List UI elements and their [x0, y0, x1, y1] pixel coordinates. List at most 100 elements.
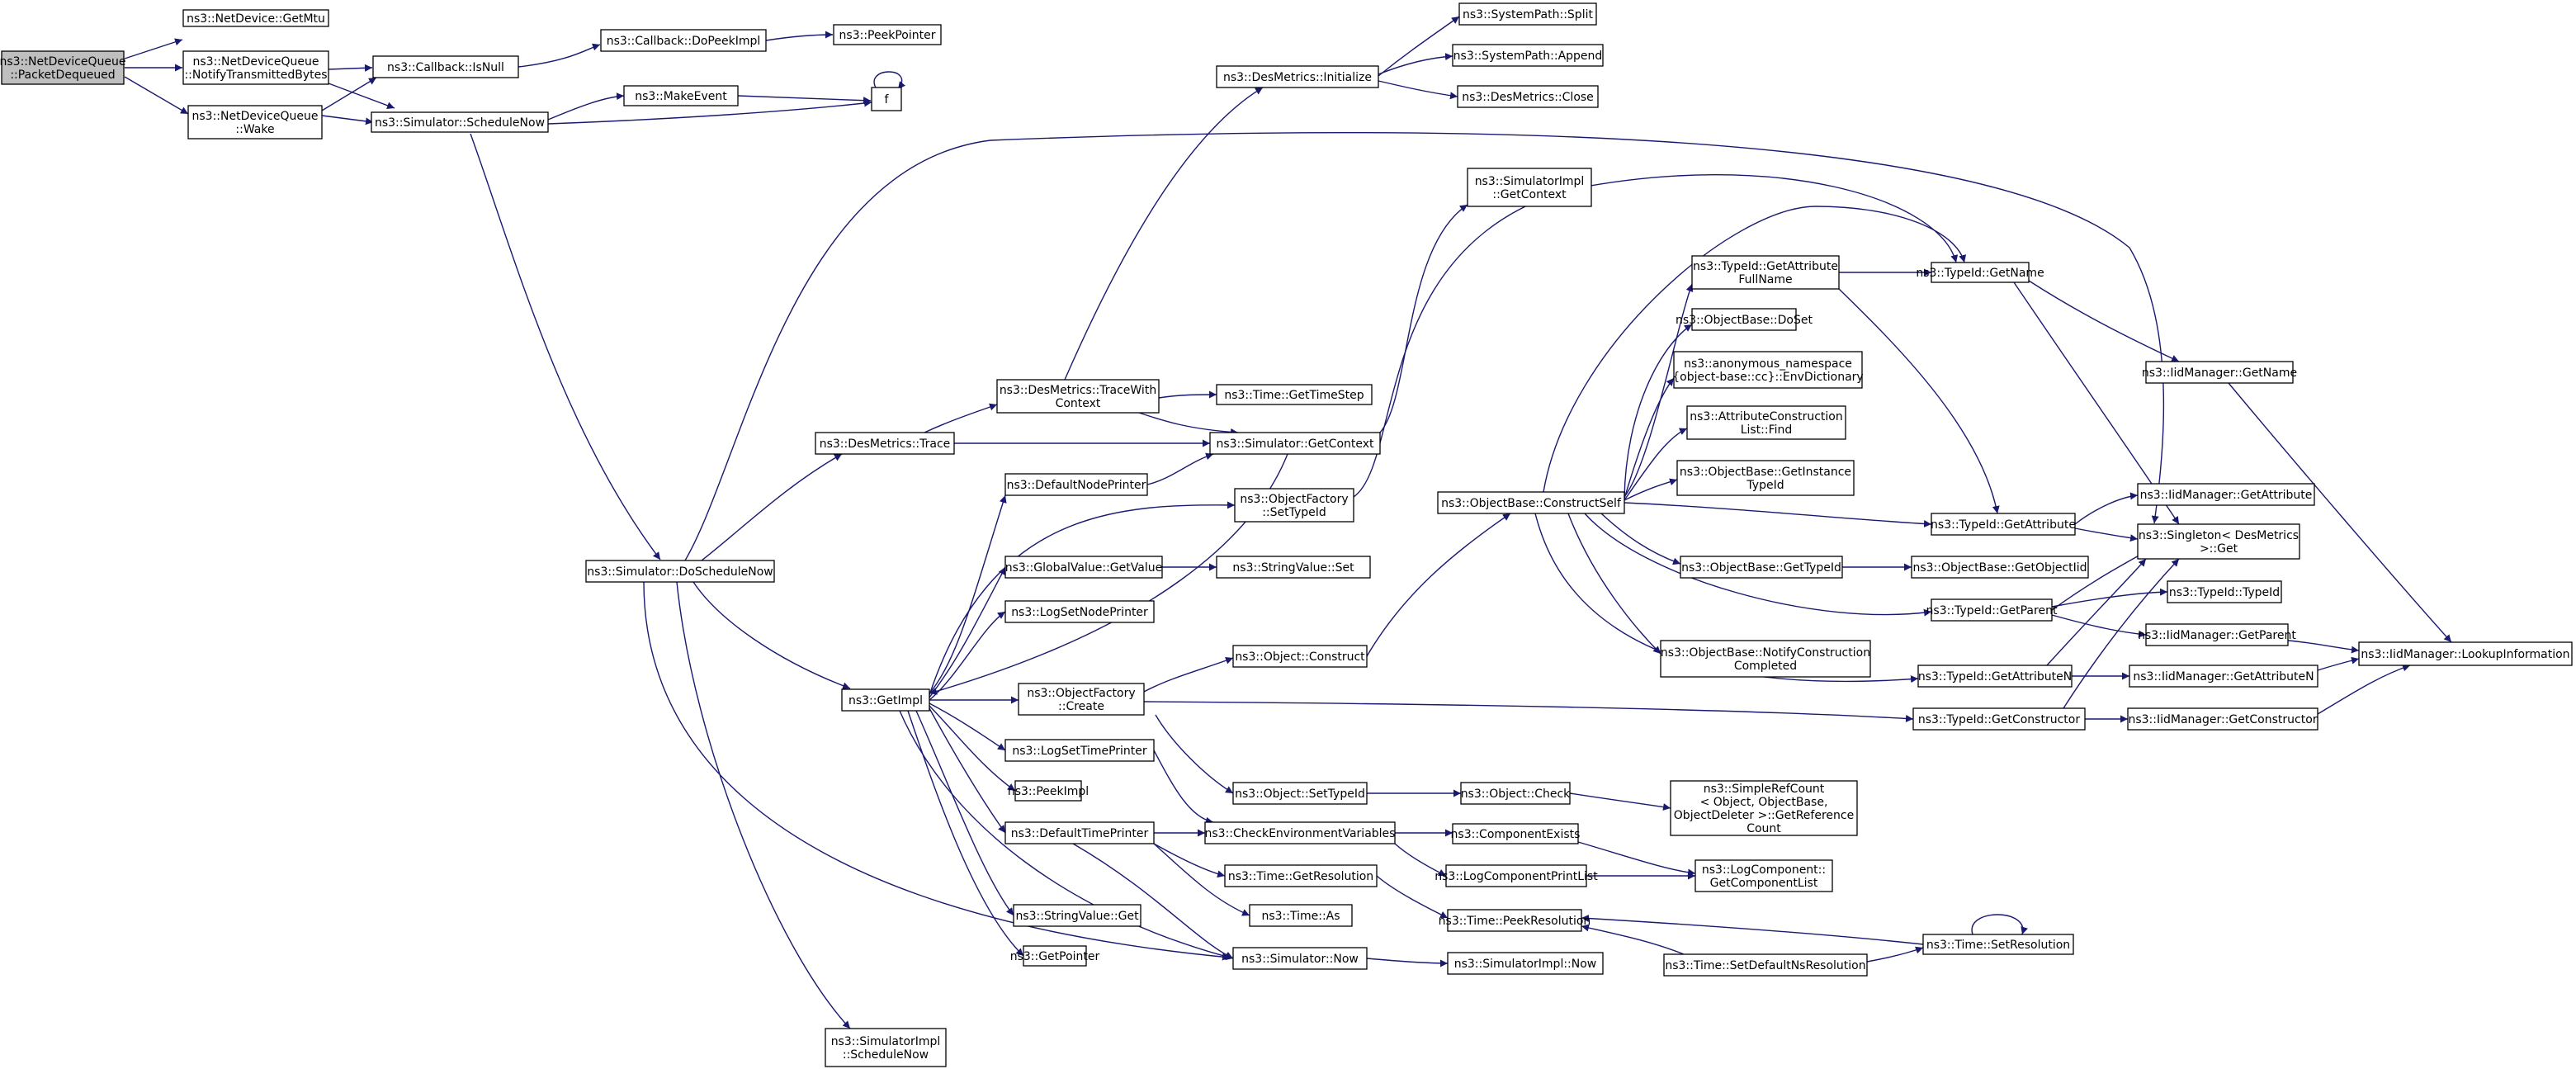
function-node[interactable]: ns3::DesMetrics::Initialize — [1216, 65, 1379, 88]
node-label: ns3::Time::As — [1261, 910, 1340, 923]
function-node[interactable]: ns3::DesMetrics::Close — [1457, 85, 1599, 108]
node-label: ::NotifyTransmittedBytes — [184, 69, 327, 82]
call-edge — [1353, 173, 1959, 498]
node-label: ns3::DesMetrics::Initialize — [1223, 71, 1372, 84]
function-node[interactable]: ns3::ObjectBase::GetTypeId — [1680, 556, 1843, 579]
function-node[interactable]: ns3::PeekImpl — [1008, 780, 1089, 802]
function-node[interactable]: ns3::IidManager::GetAttributeN — [2129, 665, 2318, 688]
function-node[interactable]: ns3::NetDeviceQueue::PacketDequeued — [0, 50, 125, 85]
node-box — [182, 9, 329, 27]
function-node[interactable]: ns3::Simulator::ScheduleNow — [371, 111, 549, 133]
function-node[interactable]: ns3::IidManager::GetName — [2142, 361, 2297, 384]
function-node[interactable]: ns3::Object::Construct — [1232, 645, 1368, 668]
function-node[interactable]: ns3::TypeId::GetParent — [1926, 598, 2058, 622]
call-edge — [692, 581, 851, 690]
function-node[interactable]: ns3::PeekPointer — [833, 24, 942, 45]
node-label: ns3::anonymous_namespace — [1684, 357, 1852, 371]
function-node[interactable]: ns3::DefaultTimePrinter — [1004, 821, 1155, 844]
function-node[interactable]: ns3::IidManager::GetConstructor — [2127, 707, 2318, 731]
call-edge — [765, 31, 834, 41]
function-node[interactable]: ns3::SimulatorImpl::ScheduleNow — [825, 1028, 947, 1067]
call-edge — [929, 494, 1007, 694]
function-node[interactable]: ns3::Simulator::DoScheduleNow — [585, 560, 775, 583]
function-node[interactable]: ns3::IidManager::LookupInformation — [2358, 641, 2573, 666]
function-node[interactable]: ns3::Time::SetResolution — [1922, 934, 2074, 955]
call-edge — [1155, 714, 1234, 794]
function-node[interactable]: ns3::Time::As — [1249, 904, 1353, 927]
call-edge — [643, 581, 1231, 961]
function-node[interactable]: ns3::Time::SetDefaultNsResolution — [1663, 953, 1868, 977]
function-node[interactable]: ns3::Simulator::Now — [1232, 947, 1368, 970]
function-node[interactable]: ns3::Object::SetTypeId — [1232, 782, 1368, 805]
call-edge — [328, 83, 395, 110]
function-node[interactable]: ns3::DefaultNodePrinter — [1004, 473, 1148, 496]
function-node[interactable]: ns3::IidManager::GetParent — [2138, 623, 2296, 646]
node-box — [1931, 262, 2030, 283]
function-node[interactable]: ns3::Simulator::GetContext — [1209, 432, 1381, 455]
node-label: ns3::DefaultTimePrinter — [1011, 827, 1149, 840]
function-node[interactable]: ns3::IidManager::GetAttribute — [2137, 483, 2315, 506]
function-node[interactable]: ns3::NetDeviceQueue::NotifyTransmittedBy… — [182, 50, 329, 85]
function-node[interactable]: ns3::Callback::DoPeekImpl — [600, 29, 767, 52]
function-node[interactable]: ns3::NetDeviceQueue::Wake — [187, 105, 323, 140]
function-node[interactable]: ns3::Time::PeekResolution — [1439, 909, 1591, 932]
function-node[interactable]: ns3::TypeId::GetName — [1916, 262, 2044, 283]
function-node[interactable]: ns3::LogComponent::GetComponentList — [1694, 859, 1833, 892]
call-edge — [2051, 614, 2147, 638]
node-box — [1445, 864, 1587, 887]
function-node[interactable]: ns3::TypeId::GetAttribute — [1931, 513, 2076, 536]
function-node[interactable]: ns3::TypeId::TypeId — [2167, 580, 2282, 603]
function-node[interactable]: ns3::TypeId::GetAttributeN — [1917, 665, 2073, 688]
function-node[interactable]: ns3::TypeId::GetConstructor — [1912, 707, 2086, 731]
node-label: {object-base::cc}::EnvDictionary — [1672, 371, 1863, 384]
node-label: ns3::ObjectBase::GetObjectIid — [1912, 561, 2087, 575]
function-node[interactable]: f — [871, 87, 902, 111]
function-node[interactable]: ns3::CheckEnvironmentVariables — [1204, 821, 1396, 844]
function-node[interactable]: ns3::LogComponentPrintList — [1435, 864, 1598, 887]
function-node[interactable]: ns3::SystemPath::Append — [1452, 44, 1604, 67]
function-node[interactable]: ns3::ObjectBase::GetObjectIid — [1911, 556, 2089, 579]
function-node[interactable]: ns3::Time::GetResolution — [1224, 864, 1378, 887]
function-node[interactable]: ns3::NetDevice::GetMtu — [182, 9, 329, 27]
function-node[interactable]: ns3::ObjectBase::ConstructSelf — [1437, 491, 1625, 514]
function-node[interactable]: ns3::GetImpl — [841, 688, 930, 712]
node-box — [1663, 953, 1868, 977]
function-node[interactable]: ns3::ObjectFactory::SetTypeId — [1234, 488, 1354, 523]
function-node[interactable]: ns3::anonymous_namespace{object-base::cc… — [1672, 351, 1864, 389]
node-box — [1686, 405, 1846, 440]
function-node[interactable]: ns3::SystemPath::Split — [1458, 2, 1597, 26]
function-node[interactable]: ns3::GetPointer — [1010, 945, 1100, 967]
node-label: ns3::DefaultNodePrinter — [1007, 479, 1146, 492]
function-node[interactable]: ns3::Singleton< DesMetrics >::Get — [2137, 523, 2300, 560]
node-box — [1004, 600, 1155, 623]
function-node[interactable]: ns3::ObjectBase::DoSet — [1676, 308, 1813, 331]
function-node[interactable]: ns3::SimulatorImpl::Now — [1447, 952, 1604, 975]
function-node[interactable]: ns3::LogSetNodePrinter — [1004, 600, 1155, 623]
function-node[interactable]: ns3::SimulatorImpl::GetContext — [1467, 168, 1592, 207]
function-node[interactable]: ns3::DesMetrics::Trace — [815, 432, 955, 455]
node-label: ns3::ObjectFactory — [1240, 493, 1348, 506]
function-node[interactable]: ns3::ObjectBase::NotifyConstructionCompl… — [1660, 640, 1871, 678]
function-node[interactable]: ns3::Object::Check — [1460, 782, 1571, 805]
function-node[interactable]: ns3::ComponentExists — [1451, 823, 1581, 844]
node-box — [1437, 491, 1625, 514]
call-edge — [124, 76, 189, 115]
call-edge — [2046, 558, 2147, 666]
function-node[interactable]: ns3::SimpleRefCount< Object, ObjectBase,… — [1670, 780, 1858, 836]
call-edge — [2228, 382, 2452, 643]
function-node[interactable]: ns3::ObjectFactory::Create — [1018, 683, 1145, 716]
function-node[interactable]: ns3::GlobalValue::GetValue — [1004, 556, 1163, 579]
call-edge — [924, 403, 998, 433]
function-node[interactable]: ns3::LogSetTimePrinter — [1004, 739, 1155, 762]
node-box — [1467, 168, 1592, 207]
function-node[interactable]: ns3::StringValue::Set — [1216, 556, 1371, 579]
function-node[interactable]: ns3::MakeEvent — [623, 85, 739, 106]
node-label: ns3::DesMetrics::Close — [1462, 91, 1594, 104]
function-node[interactable]: ns3::Callback::IsNull — [372, 55, 519, 78]
function-node[interactable]: ns3::StringValue::Get — [1013, 904, 1141, 927]
function-node[interactable]: ns3::Time::GetTimeStep — [1216, 384, 1373, 405]
